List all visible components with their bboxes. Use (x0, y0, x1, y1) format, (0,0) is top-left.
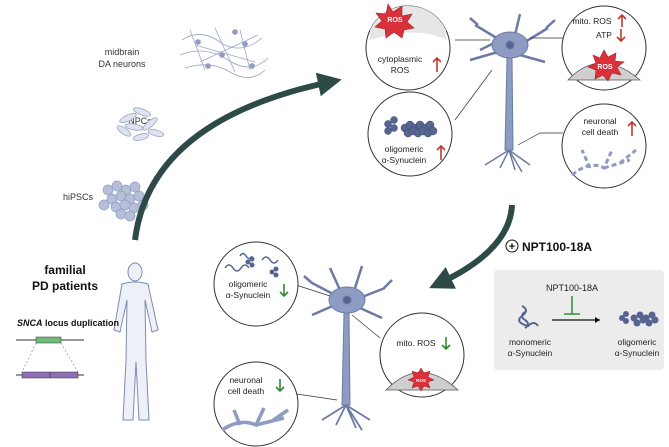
stage-npcs: NPCs (116, 107, 165, 141)
ros-badge: ROS (387, 17, 403, 24)
circle-oligomeric-asyn-treated: oligomeric α-Synuclein (213, 241, 299, 327)
lower-neuron (303, 265, 393, 431)
patient-group: familial PD patients SNCA locus duplicat… (16, 262, 159, 421)
ros-burst-icon (587, 49, 625, 82)
cyto-ros-label-2: ROS (391, 65, 410, 75)
circle-neuronal-death: neuronal cell death (561, 103, 647, 189)
mechanism-panel: NPT100-18A monomeric α-Synuclein oligome… (494, 270, 664, 370)
cyto-ros-label-1: cytoplasmic (378, 54, 423, 64)
treated-death-label-2: cell death (228, 386, 265, 396)
mechanism-drug-label: NPT100-18A (546, 283, 598, 293)
lower-connectors (289, 284, 381, 401)
stage-hipscs-label: hiPSCs (63, 192, 94, 202)
treated-ros-badge: ROS (416, 378, 426, 383)
arrow-down-icon (279, 284, 289, 298)
stage-neurons: midbrain DA neurons (98, 27, 269, 78)
treated-death-label-1: neuronal (229, 375, 262, 385)
ipsc-colony-icon (98, 180, 149, 222)
treated-oligo-label-1: oligomeric (229, 279, 268, 289)
mechanism-mono-label-1: monomeric (509, 337, 552, 347)
human-figure-icon (113, 262, 159, 421)
oligo-label-2: α-Synuclein (382, 155, 427, 165)
arrow-down-icon (616, 29, 626, 43)
gene-suffix: locus duplication (43, 318, 120, 328)
mechanism-oligo-label-1: oligomeric (618, 337, 657, 347)
mito-ros-label: mito. ROS (572, 16, 612, 26)
gene-name: SNCA (17, 318, 43, 328)
death-label-1: neuronal (583, 116, 616, 126)
gene-block-green (35, 336, 62, 344)
circle-mito-ros: mito. ROS ATP ROS (561, 5, 647, 91)
upper-neuron (469, 13, 556, 173)
treated-mito-ros-label: mito. ROS (396, 338, 436, 348)
circle-mito-ros-treated: mito. ROS ROS (379, 312, 465, 398)
arrow-up-icon (617, 13, 627, 27)
patient-label-1: familial (44, 263, 85, 277)
arrow-down-icon (275, 379, 285, 393)
oligomer-fibril-icon (619, 311, 659, 327)
ros-burst-icon (374, 3, 415, 39)
stage-hipscs: hiPSCs (63, 180, 149, 222)
atp-label: ATP (596, 30, 612, 40)
inhibition-icon (564, 296, 580, 315)
patient-label-2: PD patients (32, 279, 98, 293)
treatment-name: NPT100-18A (522, 240, 592, 254)
locus-duplication-schematic (16, 336, 84, 379)
ros-badge: ROS (597, 64, 613, 71)
treated-oligo-label-2: α-Synuclein (226, 290, 271, 300)
death-label-2: cell death (582, 127, 619, 137)
arrow-up-icon (432, 56, 442, 72)
oligomer-icon (384, 116, 438, 138)
neuron-network-icon (179, 27, 269, 78)
stage-neurons-label-2: DA neurons (98, 59, 146, 69)
circle-neuronal-death-treated: neuronal cell death (213, 361, 299, 447)
differentiation-arrow (132, 72, 342, 241)
plus-icon: + (509, 241, 515, 253)
npc-cells-icon (116, 107, 165, 141)
monomer-icon (518, 305, 539, 329)
ros-burst-small-icon (407, 367, 435, 392)
small-oligomer-icon (245, 256, 279, 278)
treatment-label: + NPT100-18A (505, 239, 592, 254)
intact-neurite-icon (221, 407, 289, 432)
oligo-label-1: oligomeric (385, 144, 424, 154)
arrow-up-icon (627, 120, 637, 136)
circle-oligomeric-asyn: oligomeric α-Synuclein (367, 91, 453, 177)
arrow-up-icon (436, 144, 446, 160)
stage-npcs-label: NPCs (128, 116, 152, 126)
upper-connectors (454, 37, 563, 146)
mechanism-mono-label-2: α-Synuclein (508, 348, 553, 358)
circle-cytoplasmic-ros: ROS cytoplasmic ROS (365, 3, 451, 91)
treatment-arrow (429, 204, 515, 289)
arrow-down-icon (441, 337, 451, 351)
mechanism-oligo-label-2: α-Synuclein (615, 348, 660, 358)
gene-duplication-label: SNCA locus duplication (17, 318, 119, 328)
stage-neurons-label-1: midbrain (105, 47, 140, 57)
